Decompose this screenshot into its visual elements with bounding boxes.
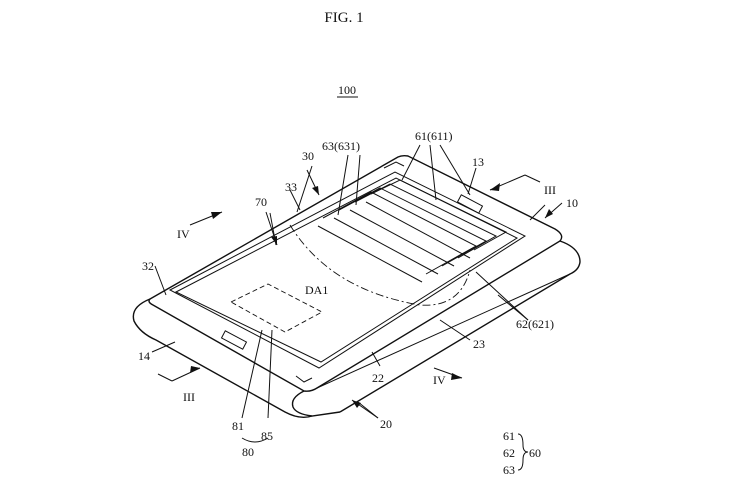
legend-item-62: 62 [503,446,515,460]
section-arrows [157,169,563,419]
label-23: 23 [473,337,485,351]
label-63-631: 63(631) [322,139,360,153]
leader-lines [151,144,546,443]
region-80-outline [230,283,323,333]
label-30: 30 [302,149,314,163]
slat-bars [317,179,508,283]
label-10: 10 [566,196,578,210]
legend-group: 61 62 63 60 [503,429,541,477]
label-da1: DA1 [305,283,328,297]
legend-group-60: 60 [529,446,541,460]
legend-brace [517,433,529,471]
label-iv-right: IV [433,373,446,387]
region-70-outline [289,224,471,306]
device-body [132,154,581,419]
label-62-621: 62(621) [516,317,554,331]
label-70: 70 [255,195,267,209]
label-iv-left: IV [177,227,190,241]
label-iii-left: III [183,390,195,404]
device-ref-label: 100 [338,83,356,97]
label-81: 81 [232,419,244,433]
label-33: 33 [285,180,297,194]
label-iii-right: III [544,183,556,197]
label-14: 14 [138,349,150,363]
label-80: 80 [242,445,254,459]
label-13: 13 [472,155,484,169]
label-32: 32 [142,259,154,273]
reference-labels: 30 63(631) 61(611) 13 III 10 33 70 IV 32… [138,129,578,459]
legend-item-61: 61 [503,429,515,443]
label-22: 22 [372,371,384,385]
legend-item-63: 63 [503,463,515,477]
figure-title: FIG. 1 [324,10,363,26]
label-61-611: 61(611) [415,129,453,143]
label-20: 20 [380,417,392,431]
label-85: 85 [261,429,273,443]
